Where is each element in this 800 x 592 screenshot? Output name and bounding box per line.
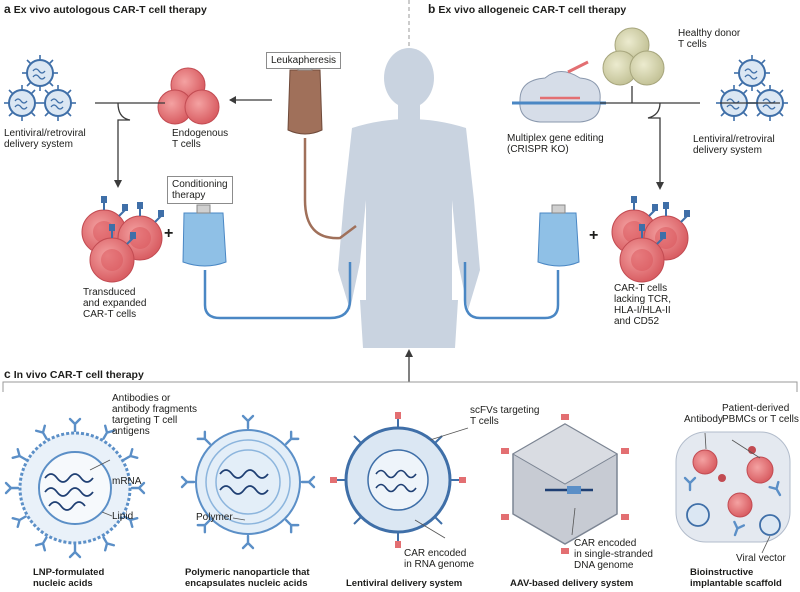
panel-c-frame xyxy=(2,381,798,392)
label-leukapheresis: Leukapheresis xyxy=(266,52,342,69)
label-viral-vector: Viral vector xyxy=(736,553,786,564)
scaffold-artwork xyxy=(675,431,791,543)
lnp-artwork xyxy=(4,417,146,559)
plus-sign-a: + xyxy=(164,225,174,242)
aav-artwork xyxy=(501,414,629,554)
label-antibody: Antibody xyxy=(684,414,723,425)
plus-sign-b: + xyxy=(589,227,599,244)
lentiviral-vector-artwork xyxy=(330,412,466,548)
label-mrna: mRNA xyxy=(112,476,142,487)
caption-lentiviral: Lentiviral delivery system xyxy=(346,578,463,589)
polymeric-nanoparticle-artwork xyxy=(180,414,316,550)
label-polymer: Polymer xyxy=(196,512,233,523)
caption-aav: AAV-based delivery system xyxy=(510,578,634,589)
label-lipid: Lipid xyxy=(112,511,134,522)
label-gene-editing: Multiplex gene editing(CRISPR KO) xyxy=(507,133,604,155)
panel-a-artwork xyxy=(3,54,357,320)
patient-body-silhouette xyxy=(338,48,480,348)
panel-b-artwork xyxy=(463,27,789,320)
